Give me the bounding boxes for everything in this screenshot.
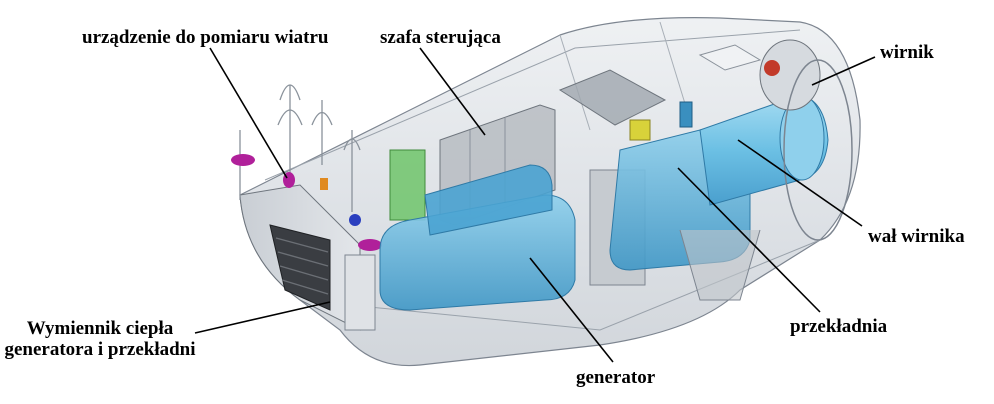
leader-shaft xyxy=(737,139,863,227)
label-rotor-shaft: wał wirnika xyxy=(868,226,965,247)
label-heat-exchanger-line2: generatora i przekładni xyxy=(4,339,196,360)
leader-gearbox xyxy=(677,167,821,313)
leader-cabinet xyxy=(419,47,486,136)
label-generator: generator xyxy=(576,367,656,388)
label-control-cabinet: szafa sterująca xyxy=(380,27,501,48)
leader-wind xyxy=(209,47,288,179)
leader-exchanger xyxy=(194,301,331,334)
rotor-hub xyxy=(759,39,853,241)
rotor-shaft xyxy=(699,94,829,206)
leader-generator xyxy=(529,257,614,363)
label-wind-measurement: urządzenie do pomiaru wiatru xyxy=(82,27,329,48)
label-heat-exchanger-line1: Wymiennik ciepła xyxy=(26,318,174,339)
label-rotor: wirnik xyxy=(880,42,934,63)
leader-rotor xyxy=(811,56,876,86)
heat-exchanger-block xyxy=(239,184,376,331)
leader-lines xyxy=(194,47,876,363)
label-heat-exchanger: Wymiennik ciepła generatora i przekładni xyxy=(4,318,196,360)
label-gearbox: przekładnia xyxy=(790,316,888,337)
sensor-markers xyxy=(231,154,382,251)
wind-measurement-device xyxy=(239,84,361,212)
